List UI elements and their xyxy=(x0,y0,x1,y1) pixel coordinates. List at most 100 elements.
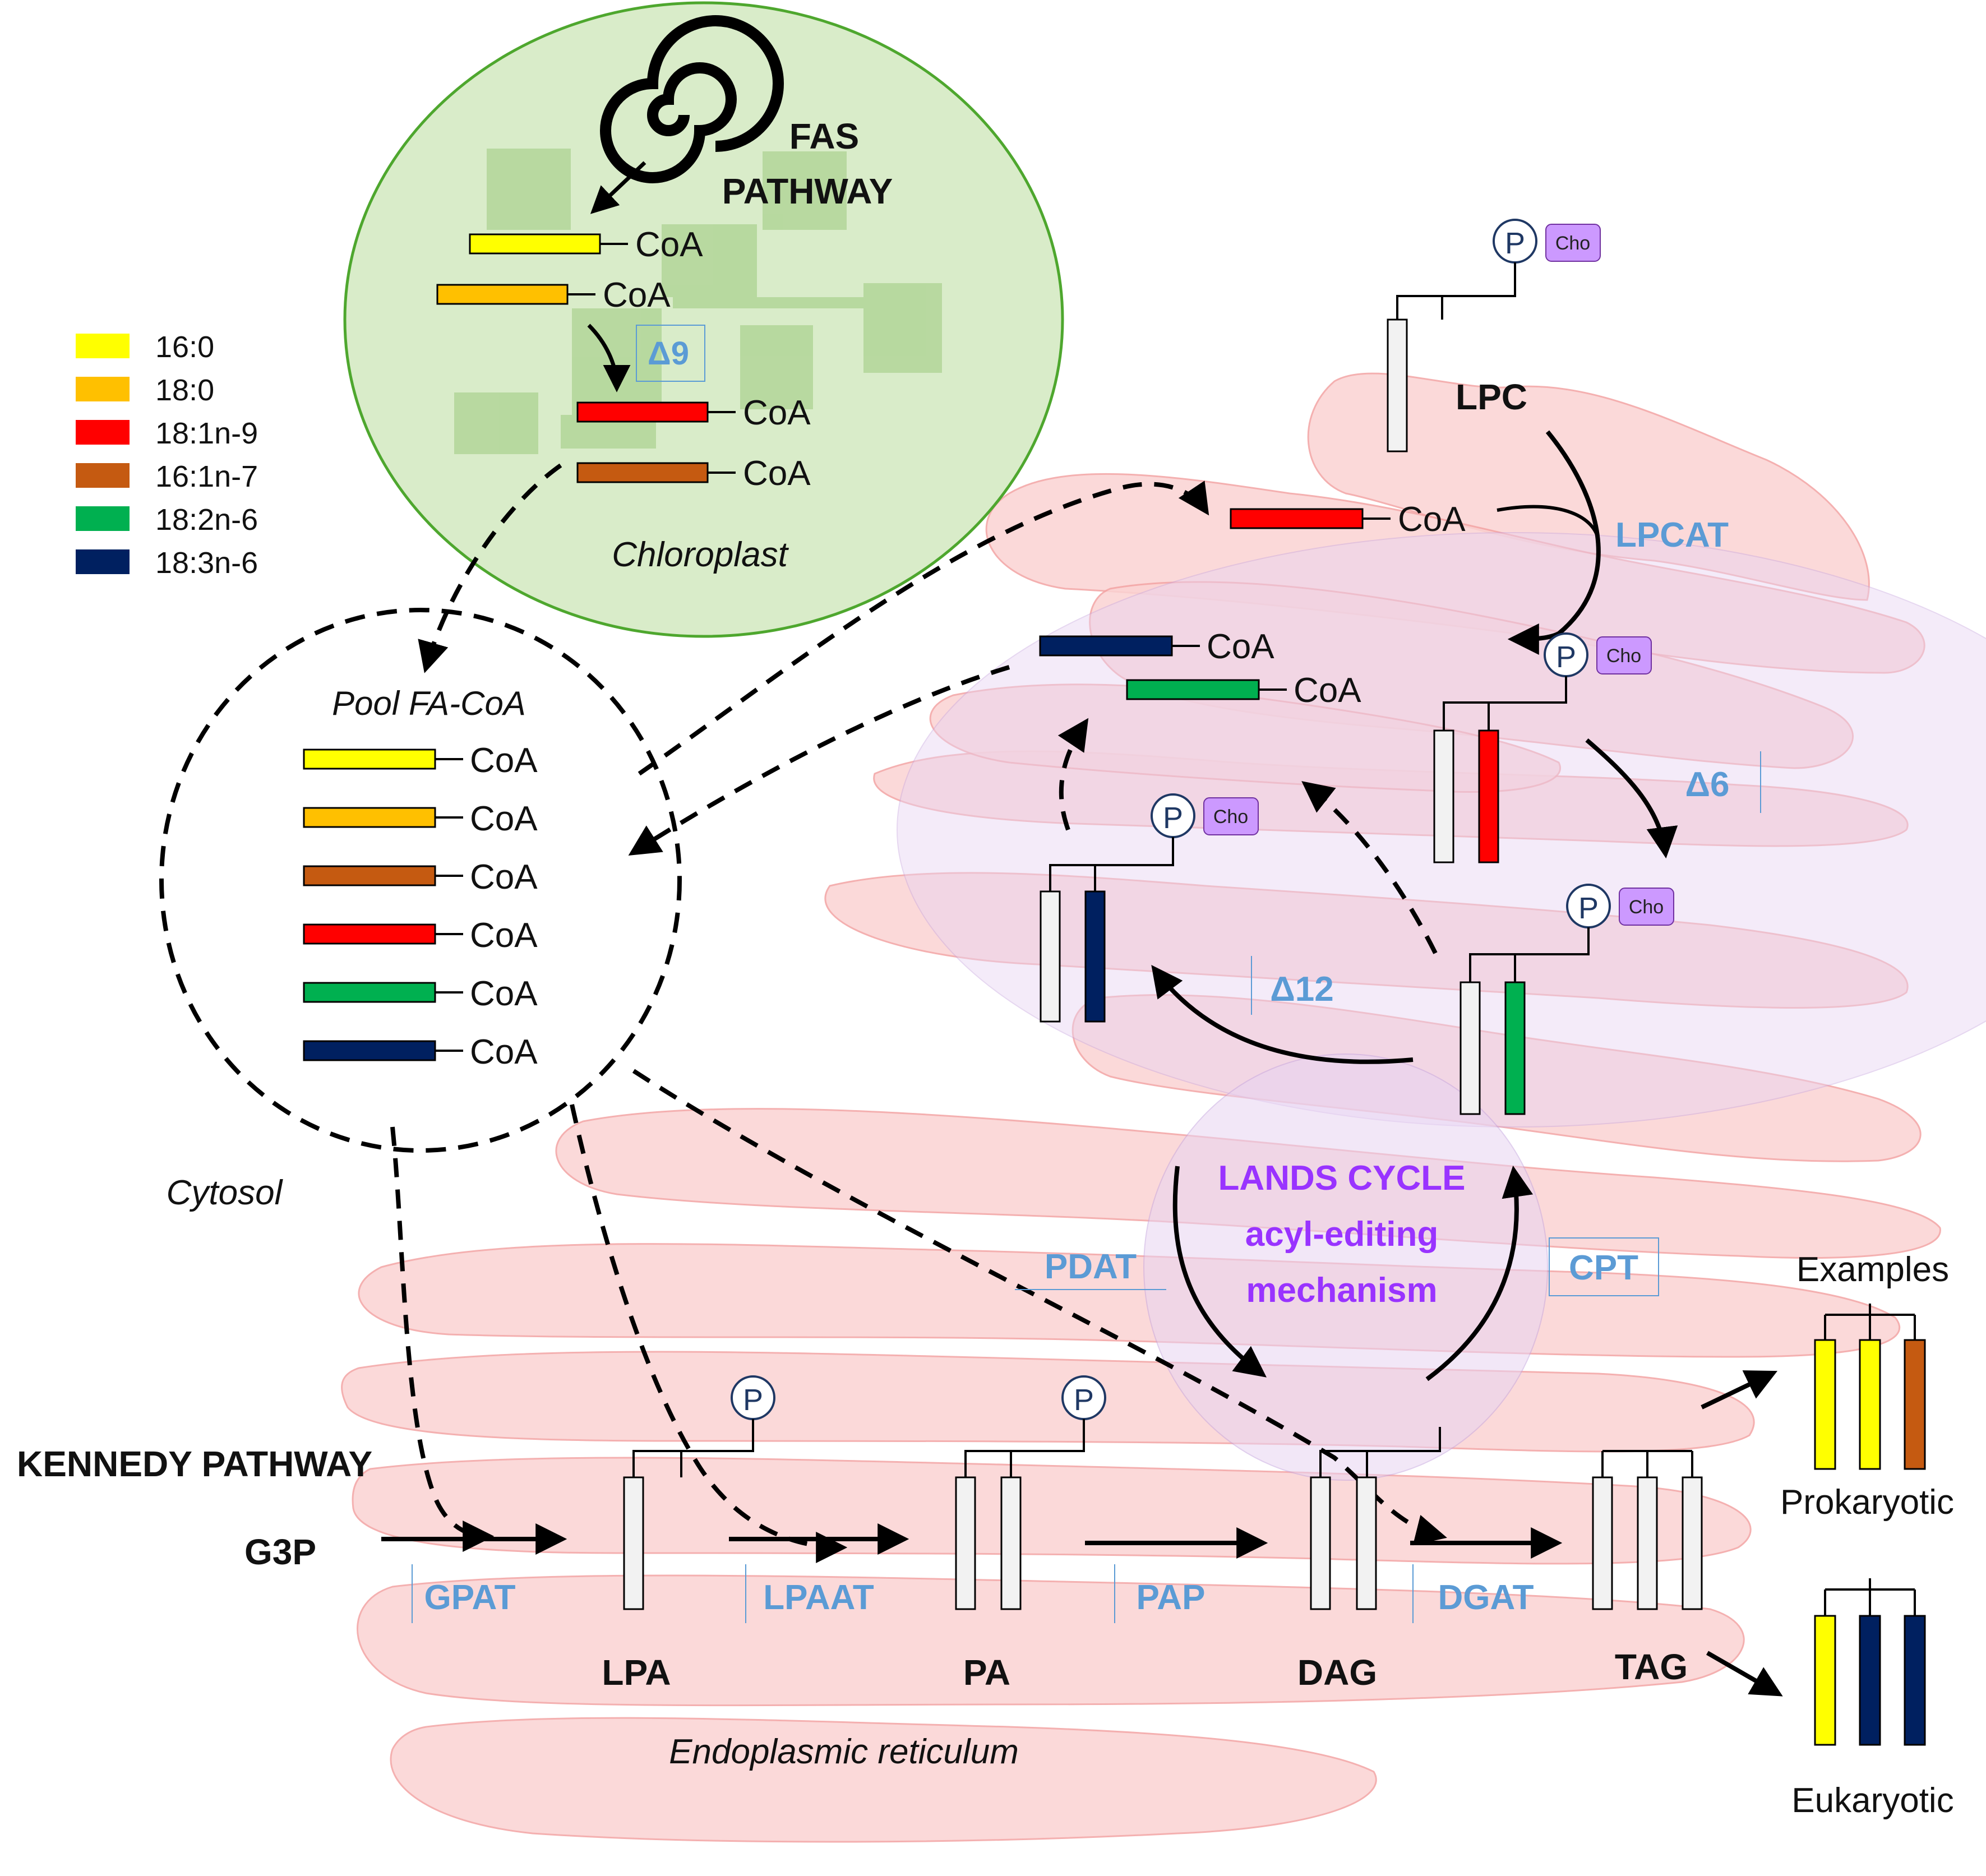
acyl-chain-empty xyxy=(1433,729,1454,863)
lands-cycle-lower-bubble xyxy=(1143,1053,1548,1481)
delta6-label: Δ6 xyxy=(1685,765,1729,804)
er-label: Endoplasmic reticulum xyxy=(669,1732,1019,1771)
er-blob-10 xyxy=(352,1457,1752,1565)
acyl-chain-empty xyxy=(1356,1476,1377,1610)
pool-title: Pool FA-CoA xyxy=(332,685,526,722)
phosphate-label: P xyxy=(1074,1383,1094,1417)
pa-label: PA xyxy=(963,1652,1010,1693)
pool-fa-18-1n9 xyxy=(303,923,436,945)
pool-fa-18-0 xyxy=(303,807,436,828)
tag-to-eukaryotic-arrow xyxy=(1706,1651,1783,1697)
acyl-chain-18-2n6 xyxy=(1504,981,1526,1115)
dag-molecule: DAG xyxy=(1297,1427,1441,1693)
delta9-arrow xyxy=(587,324,631,392)
choline-label: Cho xyxy=(1213,806,1248,828)
pc-18-3-molecule: P Cho xyxy=(1040,793,1259,1023)
glycerol-backbone xyxy=(632,1419,754,1477)
pool-to-gpat-arrow xyxy=(390,1126,495,1552)
lpa-molecule: P LPA xyxy=(602,1375,775,1693)
acyl-chain-16-0 xyxy=(1859,1339,1881,1470)
fas-title-line2: PATHWAY xyxy=(722,171,893,211)
pdat-arrow xyxy=(1172,1166,1267,1378)
er-blob-11 xyxy=(357,1574,1745,1707)
acyl-chain-empty xyxy=(1460,981,1481,1115)
legend-label: 18:1n-9 xyxy=(155,417,258,450)
acyl-chain-empty xyxy=(1040,890,1061,1023)
glycerol-backbone xyxy=(1469,927,1590,982)
coa-label: CoA xyxy=(470,1033,538,1071)
acyl-chain-18-3n6 xyxy=(1859,1615,1881,1746)
coa-label: CoA xyxy=(635,225,703,264)
legend-swatch-18-2n6 xyxy=(76,506,130,531)
lpcat-arrow xyxy=(1507,430,1601,655)
gpat-label: GPAT xyxy=(424,1578,515,1617)
prokaryotic-tag: Prokaryotic xyxy=(1780,1304,1954,1522)
acyl-chain-16-1n7 xyxy=(1904,1339,1926,1470)
chloroplast: FAS PATHWAY CoA CoA Δ9 CoA CoA Chloropla… xyxy=(343,1,1064,638)
phosphate-label: P xyxy=(1556,640,1576,674)
lpa-label: LPA xyxy=(602,1652,671,1693)
lpc-molecule: P Cho LPC xyxy=(1387,219,1601,452)
acyl-chain-empty xyxy=(955,1476,976,1610)
coa-label: CoA xyxy=(470,858,538,897)
oleoyl-coa-join-arrow xyxy=(1497,505,1600,539)
phosphate-label: P xyxy=(1578,891,1599,925)
examples-title: Examples xyxy=(1796,1250,1949,1289)
legend-label: 18:0 xyxy=(155,373,214,407)
acyl-chain-empty xyxy=(1000,1476,1022,1610)
pc-to-18-2-coa-arrow xyxy=(1301,781,1438,954)
legend-label: 18:3n-6 xyxy=(155,546,258,580)
acyl-chain-empty xyxy=(1387,318,1408,452)
cpt-arrow xyxy=(1425,1165,1534,1381)
coa-label: CoA xyxy=(1207,627,1274,666)
delta12-label: Δ12 xyxy=(1270,970,1334,1009)
coa-label: CoA xyxy=(470,741,538,780)
eukaryotic-tag: Eukaryotic xyxy=(1791,1578,1954,1820)
coa-label: CoA xyxy=(743,394,811,432)
legend-swatch-16-1n7 xyxy=(76,463,130,488)
prokaryotic-label: Prokaryotic xyxy=(1780,1483,1954,1522)
delta9-label: Δ9 xyxy=(648,335,689,372)
er-blob-9 xyxy=(341,1351,1755,1453)
lands-cycle-title: LANDS CYCLE xyxy=(1218,1159,1466,1198)
coa-label: CoA xyxy=(470,800,538,838)
fa-16-0-bar xyxy=(469,233,601,255)
legend: 16:0 18:0 18:1n-9 16:1n-7 18:2n-6 18:3n-… xyxy=(76,330,258,580)
pool-to-dgat-arrow xyxy=(632,1069,1447,1546)
er-fa-18-3n6 xyxy=(1039,635,1173,657)
eukaryotic-label: Eukaryotic xyxy=(1791,1781,1953,1820)
pool-fa-18-2n6 xyxy=(303,982,436,1003)
fa-coa-to-pool-arrow xyxy=(628,665,1010,856)
legend-label: 16:1n-7 xyxy=(155,460,258,493)
legend-label: 18:2n-6 xyxy=(155,503,258,537)
lpcat-label: LPCAT xyxy=(1615,516,1729,555)
glycerol-backbone xyxy=(1319,1427,1441,1477)
legend-label: 16:0 xyxy=(155,330,214,364)
coa-label: CoA xyxy=(743,454,811,493)
dgat-label: DGAT xyxy=(1438,1578,1534,1617)
glycerol-backbone xyxy=(964,1419,1085,1477)
lands-cycle-subtitle-2: mechanism xyxy=(1246,1271,1437,1310)
coa-label: CoA xyxy=(1398,500,1466,539)
chloroplast-label: Chloroplast xyxy=(612,535,789,574)
fas-title-line1: FAS xyxy=(789,116,859,156)
choline-icon xyxy=(1619,888,1674,926)
thylakoid xyxy=(763,151,847,230)
acyl-chain-16-0 xyxy=(1814,1339,1836,1470)
legend-swatch-18-1n9 xyxy=(76,420,130,445)
legend-swatch-18-0 xyxy=(76,377,130,401)
er-fa-18-1n9 xyxy=(1230,508,1364,529)
er-blob-12 xyxy=(390,1717,1377,1843)
pool-fa-coa: Pool FA-CoA CoA CoA CoA CoA CoA CoA xyxy=(159,608,682,1153)
acyl-chain-18-3n6 xyxy=(1904,1615,1926,1746)
er-fa-18-2n6 xyxy=(1126,679,1260,700)
pap-label: PAP xyxy=(1137,1578,1206,1617)
tag-label: TAG xyxy=(1615,1647,1688,1687)
pool-fa-16-0 xyxy=(303,748,436,770)
g3p-label: G3P xyxy=(244,1532,316,1572)
fa-18-0-bar xyxy=(436,284,569,305)
delta12-arrow xyxy=(1151,965,1414,1064)
phosphate-label: P xyxy=(743,1383,763,1417)
cytosol-label: Cytosol xyxy=(167,1173,284,1212)
